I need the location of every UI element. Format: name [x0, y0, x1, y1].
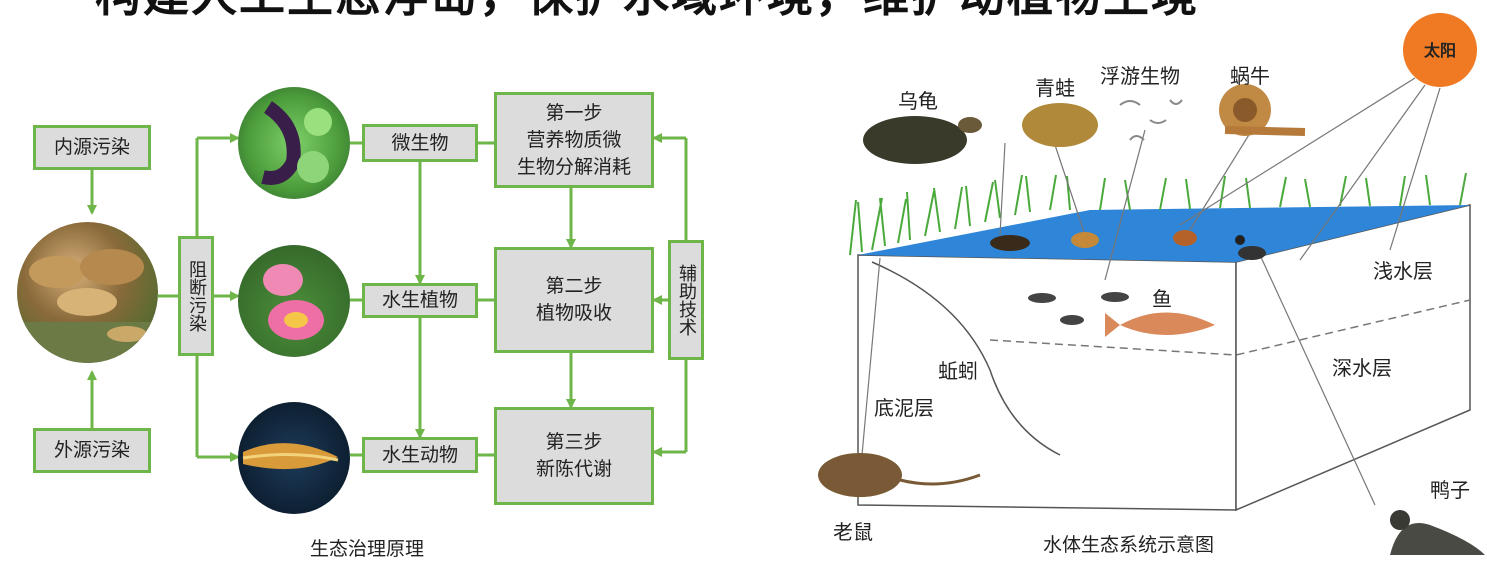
rat-label: 老鼠	[833, 520, 873, 544]
lotus-icon	[263, 264, 324, 340]
duck-icon	[1390, 510, 1485, 555]
grass-icon	[849, 172, 1467, 256]
snail-icon	[1173, 84, 1306, 246]
frog-label: 青蛙	[1035, 76, 1075, 100]
duck-swimming-icon	[1235, 235, 1266, 260]
fish-image	[238, 402, 350, 514]
plankton-icon	[1119, 99, 1183, 141]
front-face	[857, 254, 1237, 511]
lotus-image	[238, 245, 350, 357]
step2-label: 第二步 植物吸收	[535, 275, 612, 324]
mud-layer-label: 底泥层	[874, 396, 934, 420]
step1-box: 第一步 营养物质微 生物分解消耗	[494, 92, 654, 188]
layer-divider	[989, 299, 1471, 356]
frog-icon	[1022, 103, 1099, 248]
right-caption: 水体生态系统示意图	[1043, 534, 1215, 556]
duck-label: 鸭子	[1430, 478, 1470, 502]
fish-label: 鱼	[1152, 287, 1172, 311]
external-pollution-label: 外源污染	[53, 439, 130, 461]
internal-pollution-box: 内源污染	[33, 125, 151, 170]
aux-tech-box: 辅助技术	[668, 240, 704, 360]
aquatic-plants-label: 水生植物	[381, 289, 458, 311]
rocks-icon	[17, 249, 158, 363]
plankton-label: 浮游生物	[1100, 64, 1180, 88]
turtle-icon	[863, 116, 1030, 251]
microbes-label: 微生物	[391, 131, 449, 154]
microbe-image	[238, 87, 350, 199]
bacteria-icon	[261, 101, 332, 185]
aquatic-animals-box: 水生动物	[362, 437, 478, 473]
step1-label: 第一步 营养物质微 生物分解消耗	[516, 101, 631, 178]
snail-label: 蜗牛	[1230, 64, 1270, 88]
arowana-icon	[242, 443, 339, 470]
turtle-label: 乌龟	[898, 89, 938, 113]
external-pollution-box: 外源污染	[33, 428, 151, 473]
step3-label: 第三步 新陈代谢	[535, 431, 612, 480]
water-surface	[858, 205, 1470, 262]
aquatic-animals-label: 水生动物	[381, 443, 458, 466]
microbes-box: 微生物	[362, 124, 478, 162]
deep-layer-label: 深水层	[1332, 356, 1392, 380]
pond-image	[17, 222, 158, 363]
left-caption: 生态治理原理	[310, 538, 425, 560]
page-title: 构建人工生态浮岛，保护水域环境，维护动植物生境	[95, 0, 1199, 20]
shallow-layer-label: 浅水层	[1373, 259, 1433, 283]
block-pollution-label: 阻断污染	[186, 260, 207, 332]
sun-label: 太阳	[1424, 41, 1457, 60]
rat-icon	[818, 453, 981, 497]
aquatic-plants-box: 水生植物	[362, 283, 478, 318]
step2-box: 第二步 植物吸收	[494, 247, 654, 353]
internal-pollution-label: 内源污染	[53, 136, 130, 158]
aux-tech-label: 辅助技术	[676, 264, 697, 336]
earthworm-label: 蚯蚓	[938, 359, 978, 383]
block-pollution-box: 阻断污染	[178, 236, 214, 356]
step3-box: 第三步 新陈代谢	[494, 407, 654, 505]
fish-icon	[1028, 292, 1215, 337]
